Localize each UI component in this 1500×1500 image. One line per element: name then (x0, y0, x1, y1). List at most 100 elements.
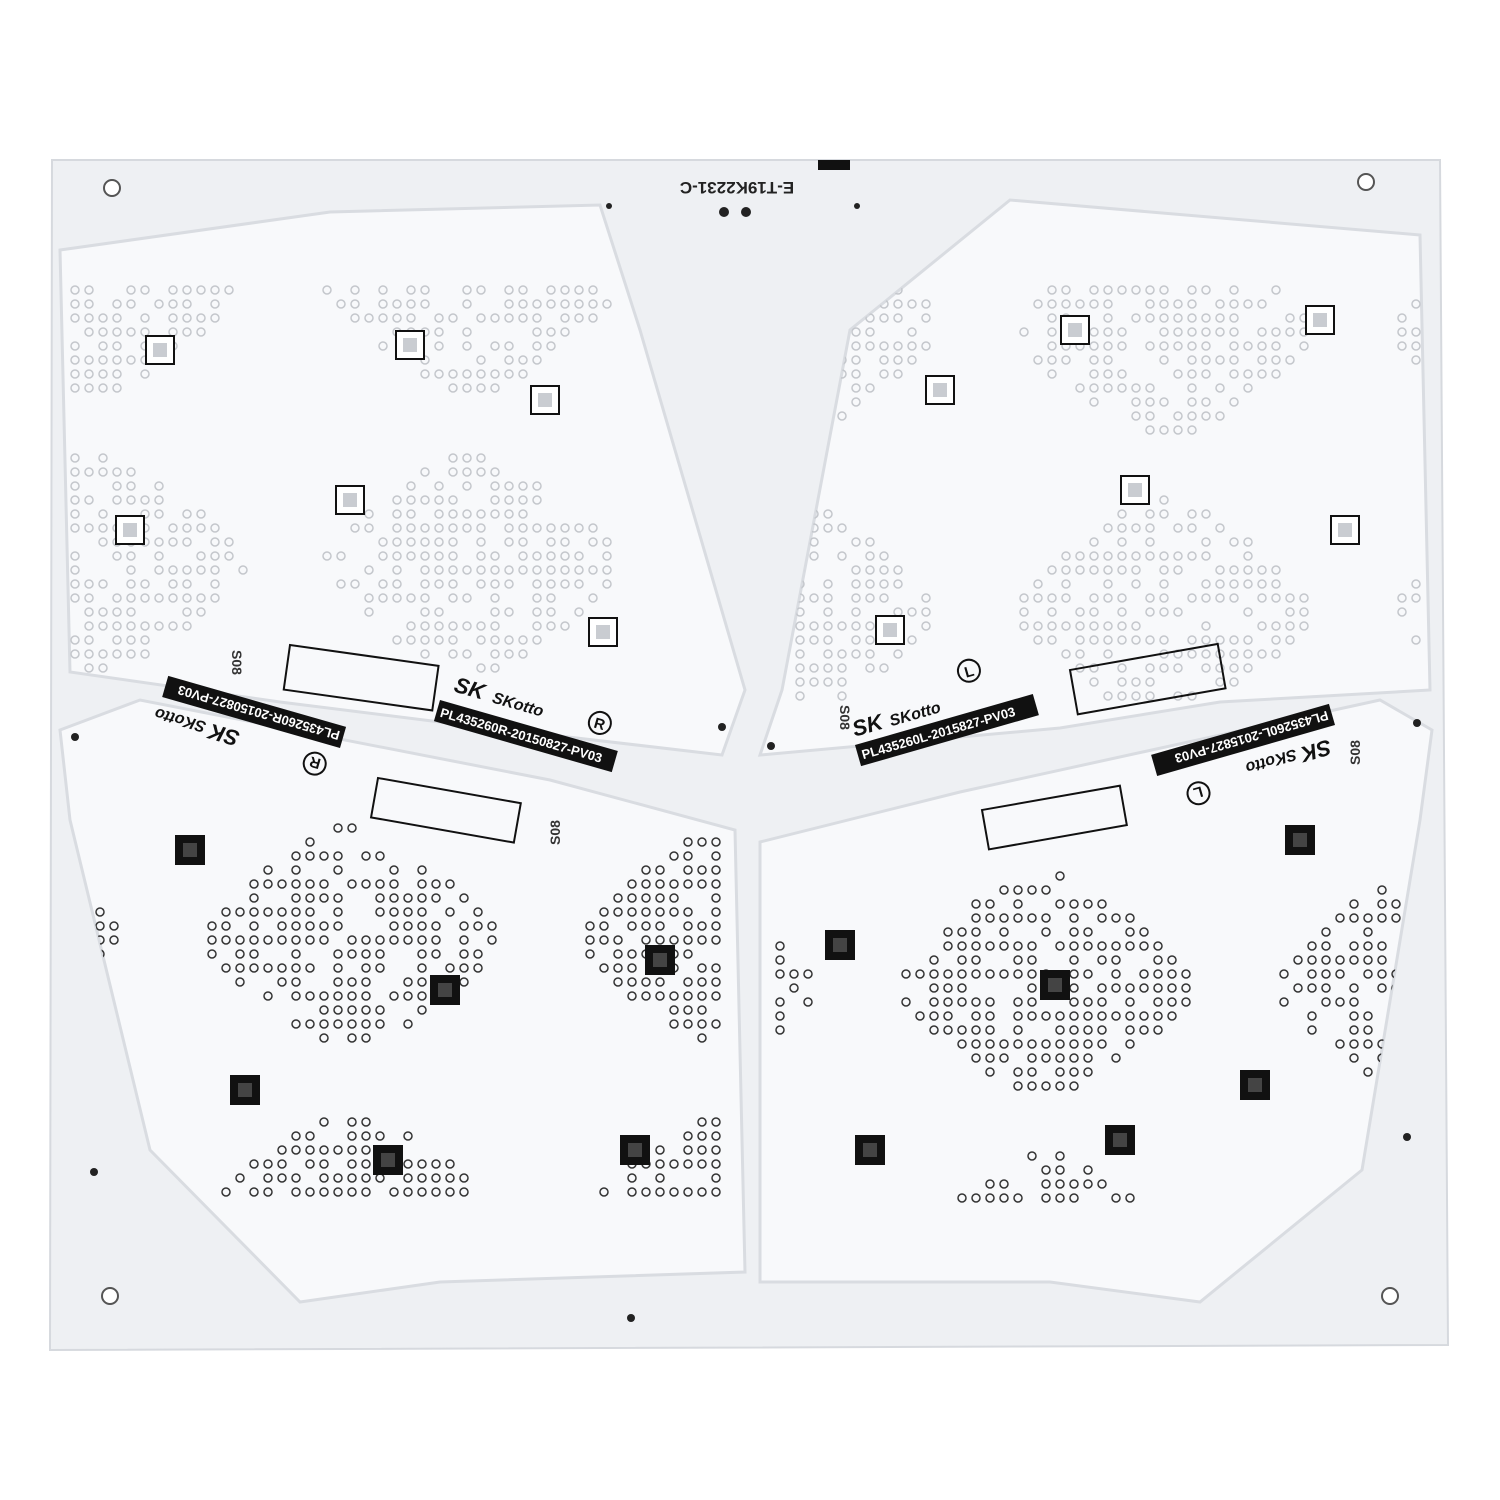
via-hole (319, 935, 329, 945)
via-hole (84, 313, 94, 323)
via-hole (1061, 621, 1071, 631)
via-hole (347, 1159, 357, 1169)
via-hole (98, 621, 108, 631)
via-hole (1013, 1039, 1023, 1049)
via-hole (333, 893, 343, 903)
via-hole (1089, 593, 1099, 603)
fiducials (71, 203, 1421, 1322)
via-hole (669, 1159, 679, 1169)
via-hole (168, 313, 178, 323)
via-hole (420, 285, 430, 295)
via-hole (599, 1187, 609, 1197)
via-hole (1159, 299, 1169, 309)
via-hole (277, 1159, 287, 1169)
via-hole (532, 299, 542, 309)
via-hole (851, 565, 861, 575)
via-hole (588, 593, 598, 603)
via-hole (196, 551, 206, 561)
via-hole (560, 285, 570, 295)
via-hole (1013, 955, 1023, 965)
via-hole (1047, 593, 1057, 603)
via-hole (795, 663, 805, 673)
via-hole (711, 1145, 721, 1155)
via-hole (1299, 341, 1309, 351)
via-hole (532, 593, 542, 603)
via-hole (126, 481, 136, 491)
via-hole (1159, 593, 1169, 603)
via-hole (1097, 955, 1107, 965)
via-hole (84, 355, 94, 365)
side-marker: L (963, 663, 977, 682)
via-hole (1285, 327, 1295, 337)
via-hole (532, 607, 542, 617)
chip-pad (538, 393, 552, 407)
via-hole (669, 1005, 679, 1015)
via-hole (1271, 355, 1281, 365)
via-hole (985, 1039, 995, 1049)
via-hole (291, 865, 301, 875)
via-hole (305, 935, 315, 945)
via-hole (893, 565, 903, 575)
via-hole (291, 1145, 301, 1155)
via-hole (957, 983, 967, 993)
via-hole (473, 949, 483, 959)
via-hole (1027, 913, 1037, 923)
via-hole (196, 327, 206, 337)
via-hole (518, 551, 528, 561)
via-hole (1069, 1039, 1079, 1049)
via-hole (1103, 313, 1113, 323)
via-hole (985, 941, 995, 951)
via-hole (291, 851, 301, 861)
via-hole (1097, 1025, 1107, 1035)
via-hole (448, 523, 458, 533)
via-hole (1299, 621, 1309, 631)
via-hole (1145, 607, 1155, 617)
via-hole (627, 1173, 637, 1183)
via-hole (277, 935, 287, 945)
via-hole (490, 341, 500, 351)
via-hole (389, 935, 399, 945)
via-hole (168, 523, 178, 533)
via-hole (711, 851, 721, 861)
via-hole (95, 921, 105, 931)
via-hole (999, 1053, 1009, 1063)
via-hole (809, 677, 819, 687)
via-hole (1173, 327, 1183, 337)
via-hole (277, 907, 287, 917)
via-hole (490, 565, 500, 575)
via-hole (378, 299, 388, 309)
via-hole (263, 865, 273, 875)
via-hole (403, 977, 413, 987)
via-hole (560, 565, 570, 575)
via-hole (1027, 885, 1037, 895)
via-hole (851, 607, 861, 617)
via-hole (182, 593, 192, 603)
via-hole (476, 467, 486, 477)
via-hole (613, 949, 623, 959)
via-hole (641, 935, 651, 945)
via-hole (448, 537, 458, 547)
via-hole (1201, 341, 1211, 351)
via-hole (403, 921, 413, 931)
via-hole (112, 621, 122, 631)
via-hole (1257, 579, 1267, 589)
via-hole (1125, 997, 1135, 1007)
via-hole (795, 649, 805, 659)
via-hole (1117, 341, 1127, 351)
via-hole (448, 593, 458, 603)
via-hole (403, 1173, 413, 1183)
via-hole (1153, 983, 1163, 993)
via-hole (1089, 355, 1099, 365)
via-hole (851, 579, 861, 589)
via-hole (1069, 941, 1079, 951)
board-bottom-right (758, 698, 1434, 1304)
via-hole (1173, 299, 1183, 309)
via-hole (238, 565, 248, 575)
via-hole (574, 523, 584, 533)
via-hole (333, 949, 343, 959)
via-hole (140, 495, 150, 505)
via-hole (98, 579, 108, 589)
via-hole (851, 649, 861, 659)
via-hole (823, 677, 833, 687)
via-hole (999, 927, 1009, 937)
